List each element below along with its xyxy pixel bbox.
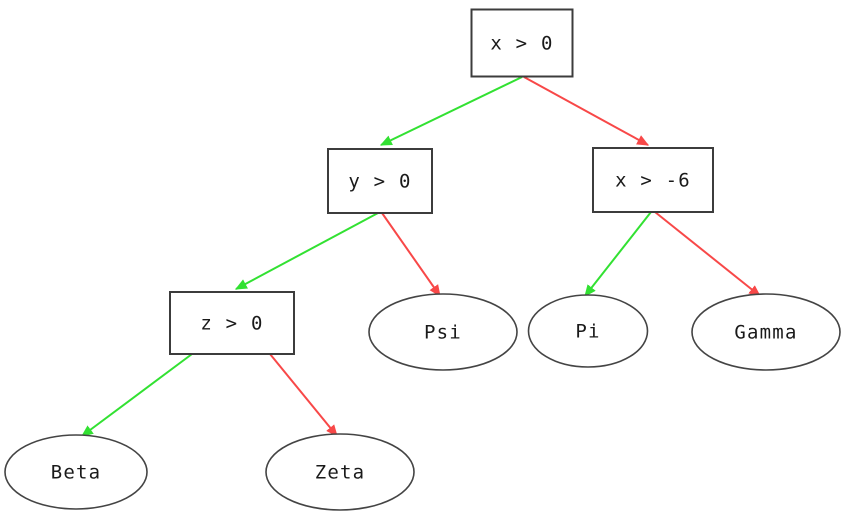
node-shape-ellipse-beta [4,434,148,510]
node-beta[interactable]: Beta [4,434,148,510]
edge-false-xm6-to-gamma [654,211,761,297]
node-zeta[interactable]: Zeta [265,433,415,511]
node-shape-rect-xm6 [592,147,714,213]
node-label-zeta: Zeta [315,462,366,484]
node-shape-rect-y0 [327,148,433,214]
node-label-y0: y > 0 [348,171,411,193]
node-xm6[interactable]: x > -6 [592,147,714,213]
node-root[interactable]: x > 0 [470,8,574,78]
node-shape-ellipse-gamma [691,293,841,371]
node-label-beta: Beta [51,462,102,484]
node-shape-ellipse-psi [368,293,518,371]
node-z0[interactable]: z > 0 [169,291,295,355]
node-shape-ellipse-pi [527,294,649,368]
node-label-z0: z > 0 [200,313,263,335]
edge-false-y0-to-psi [381,212,441,297]
edge-false-root-to-xm6 [523,76,650,146]
node-shape-rect-z0 [169,291,295,355]
edge-false-z0-to-zeta [269,353,338,437]
node-label-pi: Pi [575,321,600,343]
node-psi[interactable]: Psi [368,293,518,371]
node-label-gamma: Gamma [734,322,797,344]
node-label-xm6: x > -6 [615,170,691,192]
edges-layer [81,76,761,437]
node-shape-ellipse-zeta [265,433,415,511]
node-shape-rect-root [470,8,574,78]
node-y0[interactable]: y > 0 [327,148,433,214]
edge-true-y0-to-z0 [234,212,379,290]
edge-true-z0-to-beta [81,353,193,437]
edge-true-xm6-to-pi [584,211,652,297]
node-label-root: x > 0 [490,33,553,55]
edge-true-root-to-y0 [379,76,523,146]
node-pi[interactable]: Pi [527,294,649,368]
node-label-psi: Psi [424,322,462,344]
node-gamma[interactable]: Gamma [691,293,841,371]
